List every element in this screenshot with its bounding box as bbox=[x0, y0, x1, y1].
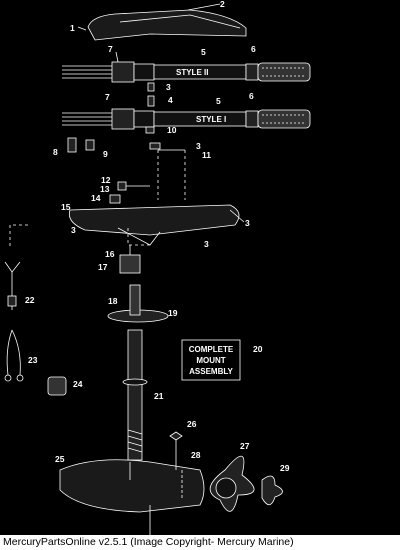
fasteners bbox=[145, 82, 161, 150]
small-hardware bbox=[109, 181, 150, 204]
prop-nut-pin bbox=[169, 431, 183, 500]
callout-8: 8 bbox=[53, 147, 58, 157]
callout-15: 15 bbox=[61, 202, 71, 212]
mount-box-line-3: ASSEMBLY bbox=[189, 367, 233, 376]
plug-part bbox=[47, 376, 67, 396]
callout-29: 29 bbox=[280, 463, 290, 473]
power-cables bbox=[4, 261, 24, 382]
copyright-footer: MercuryPartsOnline v2.5.1 (Image Copyrig… bbox=[0, 535, 400, 550]
callout-2: 2 bbox=[220, 0, 225, 9]
callout-16: 16 bbox=[105, 249, 115, 259]
callout-3d: 3 bbox=[245, 218, 250, 228]
callout-7a: 7 bbox=[108, 44, 113, 54]
callout-3a: 3 bbox=[166, 82, 171, 92]
callout-11: 11 bbox=[202, 150, 211, 160]
trolling-motor-lower-unit bbox=[59, 459, 205, 535]
collar-parts bbox=[119, 245, 141, 274]
mount-box-line-2: MOUNT bbox=[196, 356, 225, 365]
callout-3c: 3 bbox=[71, 225, 76, 235]
top-cover-part bbox=[77, 3, 247, 41]
callout-18: 18 bbox=[108, 296, 118, 306]
callout-23: 23 bbox=[28, 355, 38, 365]
callout-17: 17 bbox=[98, 262, 108, 272]
callout-21: 21 bbox=[154, 391, 164, 401]
tiller-style-ii-label: STYLE II bbox=[176, 68, 208, 77]
callout-26: 26 bbox=[187, 419, 197, 429]
callout-22: 22 bbox=[25, 295, 35, 305]
callout-3e: 3 bbox=[204, 239, 209, 249]
switch-parts bbox=[67, 137, 95, 153]
callout-20: 20 bbox=[253, 344, 263, 354]
callout-9: 9 bbox=[103, 149, 108, 159]
callout-6a: 6 bbox=[251, 44, 256, 54]
mount-box-line-1: COMPLETE bbox=[189, 345, 234, 354]
callout-14: 14 bbox=[91, 193, 101, 203]
callout-24: 24 bbox=[73, 379, 83, 389]
tiller-style-ii bbox=[62, 51, 311, 83]
base-housing bbox=[68, 204, 245, 246]
propeller bbox=[209, 455, 255, 512]
shaft-guide bbox=[157, 149, 186, 200]
callout-10: 10 bbox=[167, 125, 177, 135]
callout-25: 25 bbox=[55, 454, 65, 464]
callout-13: 13 bbox=[100, 184, 110, 194]
callout-6b: 6 bbox=[249, 91, 254, 101]
copyright-text: MercuryPartsOnline v2.5.1 (Image Copyrig… bbox=[3, 536, 294, 548]
callout-5b: 5 bbox=[216, 96, 221, 106]
exploded-parts-diagram: STYLE II STYLE I COMPLETE MOUNT ASSEMBLY… bbox=[4, 0, 311, 535]
callout-12: 12 bbox=[101, 175, 111, 185]
complete-mount-box bbox=[181, 339, 241, 381]
callout-5a: 5 bbox=[201, 47, 206, 57]
tiller-style-i bbox=[62, 108, 311, 130]
callout-7b: 7 bbox=[105, 92, 110, 102]
shaft-collar bbox=[107, 284, 169, 323]
callout-28: 28 bbox=[191, 450, 201, 460]
callout-19: 19 bbox=[168, 308, 178, 318]
callout-4: 4 bbox=[168, 95, 173, 105]
callout-1: 1 bbox=[70, 23, 75, 33]
prop-washer bbox=[261, 475, 283, 506]
main-shaft bbox=[122, 329, 148, 461]
tiller-style-i-label: STYLE I bbox=[196, 115, 226, 124]
callout-3b: 3 bbox=[196, 141, 201, 151]
callout-27: 27 bbox=[240, 441, 250, 451]
